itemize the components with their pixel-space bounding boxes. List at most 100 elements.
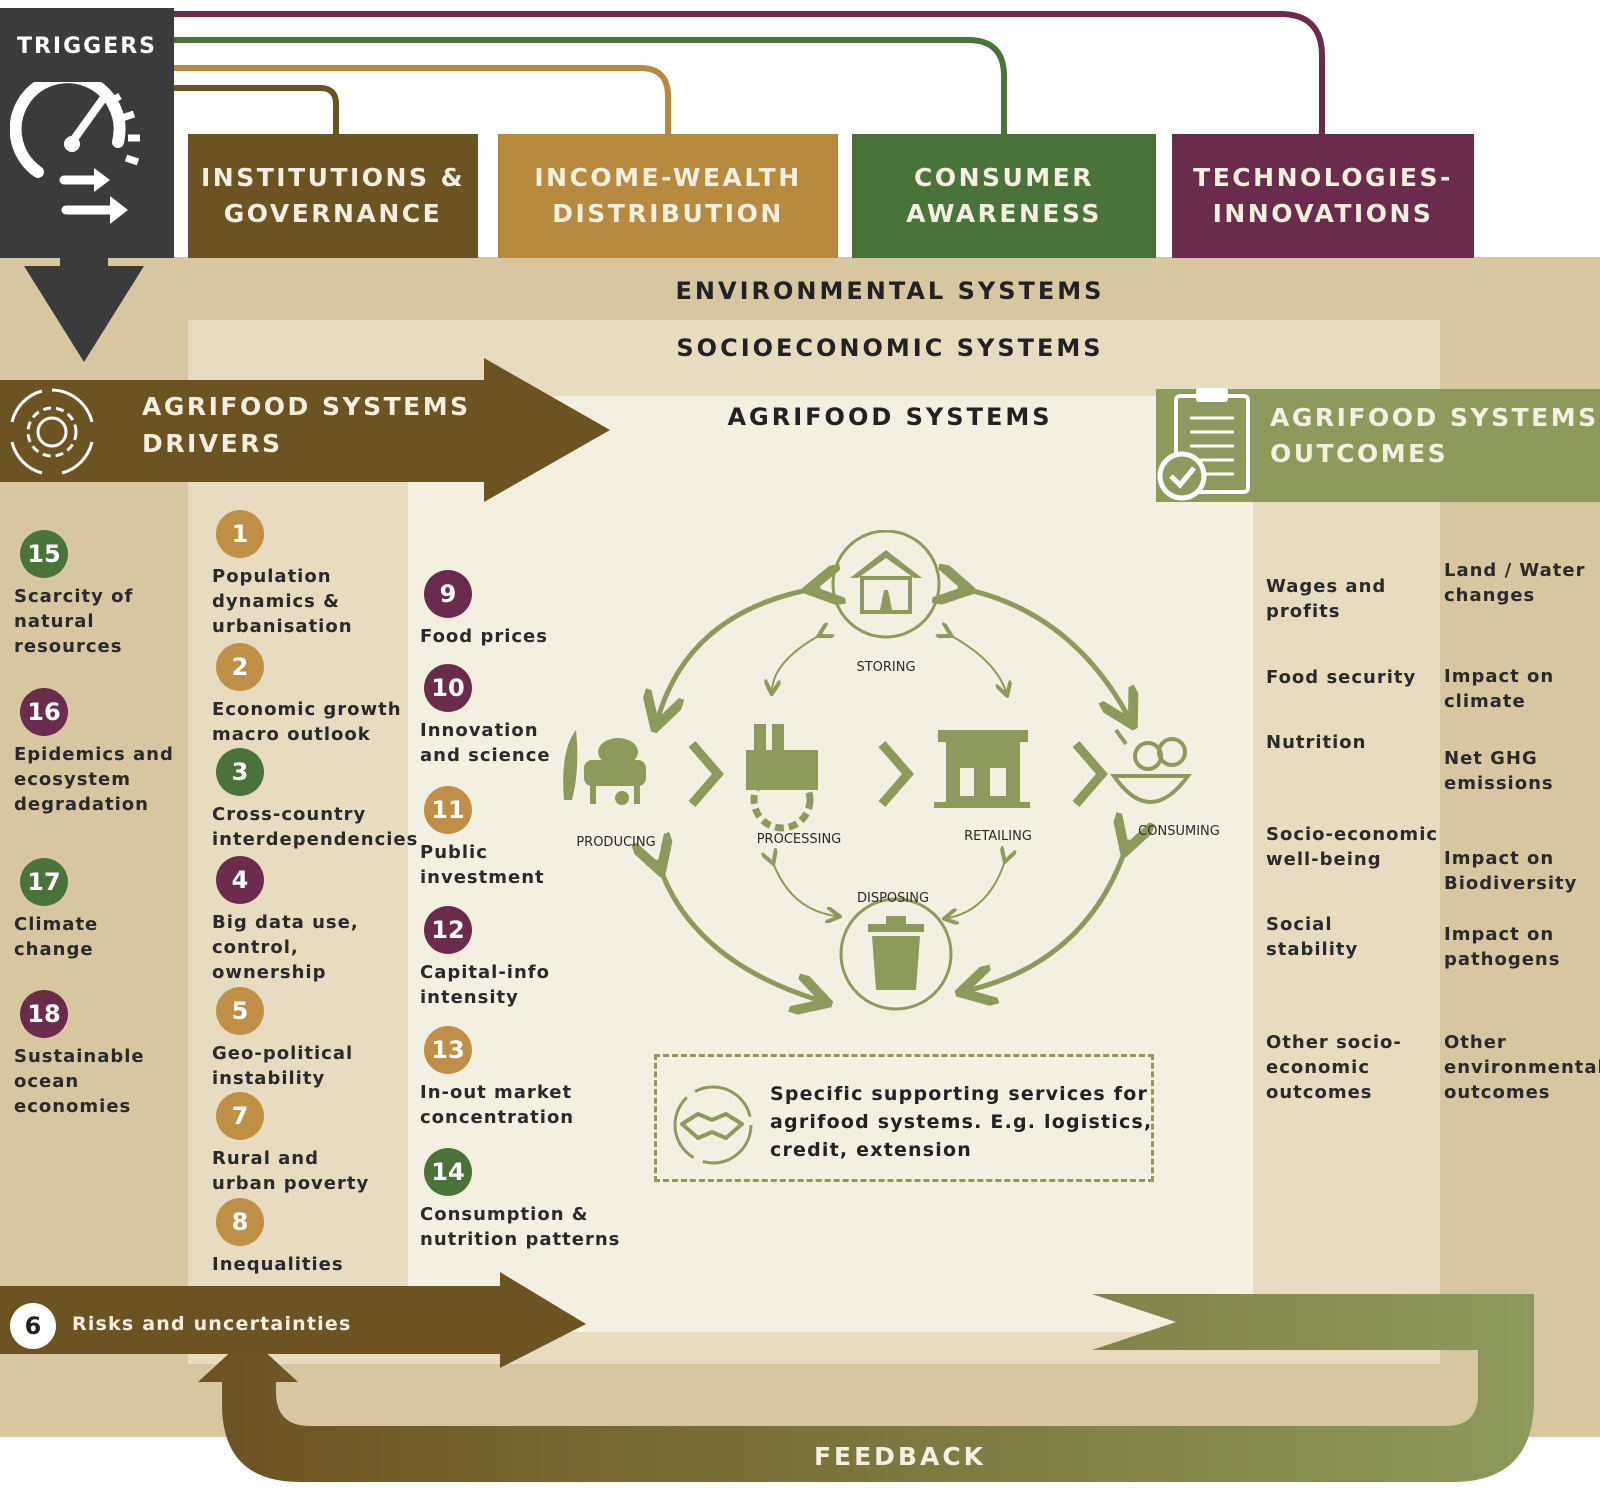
triggers-panel (0, 8, 174, 258)
driver-label: Big data use, control, ownership (212, 912, 359, 983)
driver-number-badge: 2 (216, 643, 264, 691)
risk-badge: 6 (10, 1303, 56, 1349)
trigger-connectors (172, 11, 1325, 134)
driver-label: Rural and urban poverty (212, 1148, 370, 1194)
stage-consuming-label: CONSUMING (1138, 824, 1220, 839)
driver-label: Cross-country interdependencies (212, 804, 419, 850)
driver-number-badge: 8 (216, 1198, 264, 1246)
clipboard-check-icon (1157, 388, 1250, 501)
drivers-arrow (0, 358, 610, 502)
driver-number-badge: 9 (424, 570, 472, 618)
triggers-down-arrow (24, 254, 144, 362)
feedback-label: FEEDBACK (813, 1442, 987, 1471)
trash-bin-icon (868, 916, 924, 990)
supporting-services-text: Specific supporting services for agrifoo… (770, 1083, 1153, 1161)
driver-label: Consumption & nutrition patterns (420, 1204, 621, 1250)
farm-produce-icon (563, 730, 646, 805)
driver-label: Innovation and science (420, 720, 551, 766)
outcome-item: Other environmental outcomes (1444, 1032, 1600, 1103)
outcome-item: Food security (1266, 667, 1417, 688)
feedback-loop (0, 1272, 1534, 1482)
socioeconomic-systems-title: SOCIOECONOMIC SYSTEMS (676, 334, 1104, 362)
driver-number-badge: 15 (20, 530, 68, 578)
driver-number-badge: 17 (20, 858, 68, 906)
outcomes-title: AGRIFOOD SYSTEMS OUTCOMES (1270, 403, 1599, 468)
driver-label: In-out market concentration (420, 1082, 575, 1128)
driver-label: Population dynamics & urbanisation (212, 566, 353, 637)
gauge-icon (10, 82, 140, 224)
driver-number-badge: 10 (424, 664, 472, 712)
stage-producing-label: PRODUCING (576, 835, 656, 850)
driver-number-badge: 18 (20, 990, 68, 1038)
driver-number-badge: 12 (424, 906, 472, 954)
shop-cart-icon (934, 730, 1030, 808)
outcome-item: Other socio- economic outcomes (1266, 1032, 1402, 1103)
driver-number-badge: 16 (20, 688, 68, 736)
trigger-consumer-awareness: CONSUMER AWARENESS (852, 134, 1156, 258)
outcome-item: Impact on climate (1444, 666, 1555, 712)
stage-storing-label: STORING (856, 660, 916, 675)
driver-number-badge: 4 (216, 856, 264, 904)
driver-label: Inequalities (212, 1254, 344, 1275)
stage-retailing-label: RETAILING (964, 829, 1032, 844)
driver-number-badge: 11 (424, 786, 472, 834)
driver-label: Public investment (420, 842, 545, 888)
handshake-icon (673, 1085, 753, 1165)
driver-number-badge: 5 (216, 987, 264, 1035)
driver-label: Climate change (14, 914, 99, 960)
outcome-item: Impact on Biodiversity (1444, 848, 1578, 894)
outcome-item: Wages and profits (1266, 576, 1387, 622)
outcome-item: Land / Water changes (1444, 560, 1586, 606)
food-bowl-icon (1110, 728, 1192, 804)
driver-label: Epidemics and ecosystem degradation (14, 744, 174, 815)
outcome-item: Socio-economic well-being (1266, 824, 1439, 870)
driver-number-badge: 13 (424, 1026, 472, 1074)
risk-label: Risks and uncertainties (72, 1313, 352, 1335)
supporting-services-box (654, 1054, 1154, 1182)
driver-label: Sustainable ocean economies (14, 1046, 145, 1117)
trigger-institutions-governance: INSTITUTIONS & GOVERNANCE (188, 134, 478, 258)
outcome-item: Net GHG emissions (1444, 748, 1554, 794)
stage-disposing-label: DISPOSING (856, 891, 930, 906)
driver-label: Geo-political instability (212, 1043, 354, 1089)
driver-label: Food prices (420, 626, 548, 647)
outcome-item: Social stability (1266, 914, 1359, 960)
driver-number-badge: 14 (424, 1148, 472, 1196)
agrifood-cycle-diagram (563, 530, 1192, 1050)
factory-gear-icon (746, 724, 818, 832)
agrifood-systems-title: AGRIFOOD SYSTEMS (727, 403, 1053, 431)
outcome-item: Impact on pathogens (1444, 924, 1561, 970)
driver-number-badge: 3 (216, 748, 264, 796)
drivers-title: AGRIFOOD SYSTEMS DRIVERS (142, 392, 471, 458)
gear-icon (10, 388, 94, 475)
warehouse-icon (850, 550, 922, 614)
trigger-technologies-innovations: TECHNOLOGIES- INNOVATIONS (1172, 134, 1474, 258)
triggers-title: TRIGGERS (16, 34, 158, 59)
driver-number-badge: 1 (216, 510, 264, 558)
driver-label: Capital-info intensity (420, 962, 550, 1008)
driver-number-badge: 7 (216, 1092, 264, 1140)
driver-label: Scarcity of natural resources (14, 586, 134, 657)
trigger-income-wealth-distribution: INCOME-WEALTH DISTRIBUTION (498, 134, 838, 258)
driver-label: Economic growth macro outlook (212, 699, 402, 745)
outcome-item: Nutrition (1266, 732, 1367, 753)
stage-processing-label: PROCESSING (756, 832, 842, 847)
environmental-systems-title: ENVIRONMENTAL SYSTEMS (675, 277, 1105, 305)
